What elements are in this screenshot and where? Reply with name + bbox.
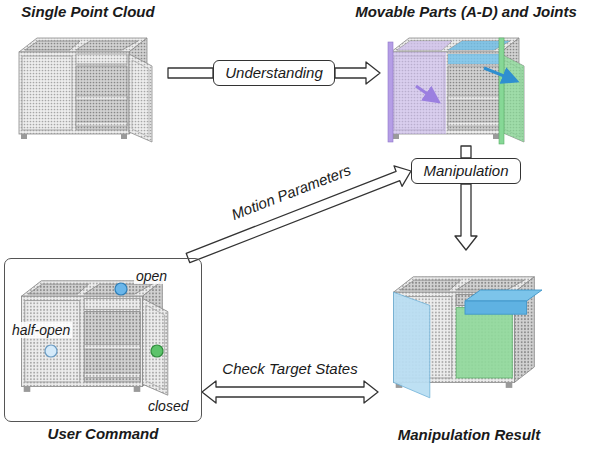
state-label: half-open xyxy=(10,322,72,338)
image-panel: Movable Parts (A-D) and Joints xyxy=(380,26,552,146)
state-label: closed xyxy=(146,398,190,414)
illustration-part xyxy=(76,66,127,130)
hollow-arrow xyxy=(202,381,378,403)
process-box: Understanding xyxy=(213,60,335,86)
illustration-part xyxy=(501,54,524,142)
hollow-arrow xyxy=(455,184,477,250)
illustration-part xyxy=(388,42,393,142)
image-panel: Manipulation Result xyxy=(378,250,560,424)
panel-heading: User Command xyxy=(48,425,159,443)
edge-label: Check Target States xyxy=(219,360,360,377)
illustration-part xyxy=(84,312,140,382)
cabinet-point-cloud xyxy=(19,38,152,142)
open-marker xyxy=(115,283,127,295)
illustration-part xyxy=(397,41,452,50)
panel-heading: Movable Parts (A-D) and Joints xyxy=(355,3,577,21)
illustration-part xyxy=(484,68,514,80)
illustration-part xyxy=(394,292,430,398)
illustration-part xyxy=(143,298,168,395)
closed-marker xyxy=(151,345,163,357)
process-box: Manipulation xyxy=(411,158,521,184)
illustration-part xyxy=(448,66,499,130)
cabinet-command xyxy=(22,281,168,395)
illustration-part xyxy=(465,301,527,314)
illustration-part xyxy=(456,308,512,378)
illustration-part xyxy=(129,54,152,142)
image-panel: Single Point Cloud xyxy=(8,26,168,146)
cabinet-segmented xyxy=(388,38,524,144)
panel-heading: Manipulation Result xyxy=(398,426,541,444)
state-label: open xyxy=(134,268,169,284)
illustration-part xyxy=(19,38,147,139)
illustration-part xyxy=(416,86,436,100)
box-label: Understanding xyxy=(225,64,323,82)
hollow-arrow xyxy=(335,62,380,84)
illustration-part xyxy=(465,290,542,301)
box-label: Manipulation xyxy=(423,162,508,180)
panel-heading: Single Point Cloud xyxy=(21,3,154,21)
illustration-part xyxy=(448,54,499,64)
half-open-marker xyxy=(45,345,57,357)
illustration-part xyxy=(501,54,524,142)
illustration-part xyxy=(391,52,446,134)
hollow-arrow xyxy=(168,68,213,78)
illustration-part xyxy=(499,38,504,144)
hollow-arrow xyxy=(461,146,471,158)
cabinet-result xyxy=(394,277,543,398)
